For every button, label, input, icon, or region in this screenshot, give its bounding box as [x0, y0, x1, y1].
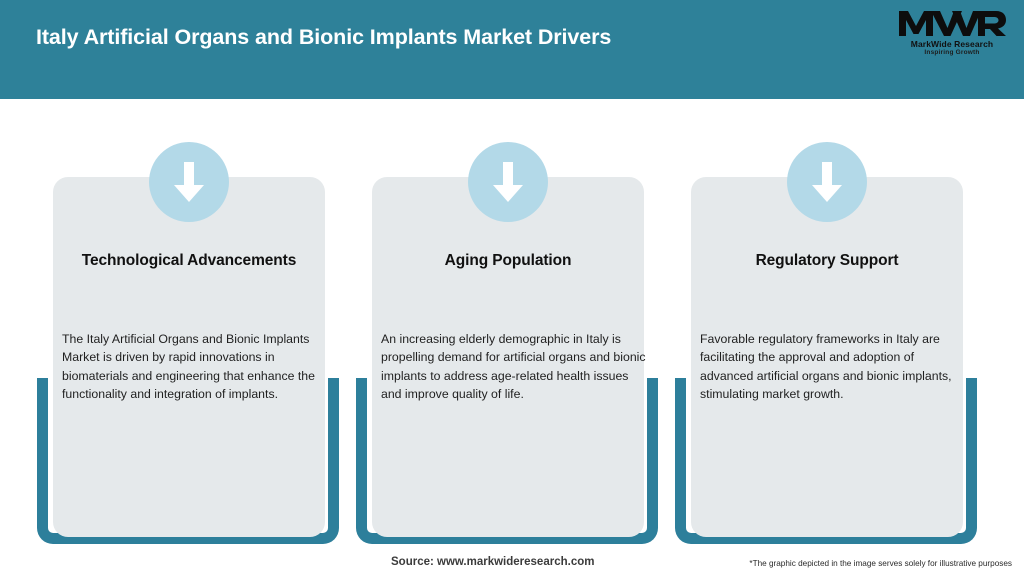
arrow-down-icon — [787, 142, 867, 222]
card-body-1: The Italy Artificial Organs and Bionic I… — [62, 332, 315, 401]
arrow-down-glyph — [493, 162, 523, 202]
logo-tagline: Inspiring Growth — [924, 49, 980, 56]
card-frame-2 — [356, 378, 658, 544]
driver-card-3 — [691, 177, 963, 537]
card-title-2: Aging Population — [444, 252, 572, 269]
card-body-2: An increasing elderly demographic in Ita… — [381, 332, 646, 401]
card-body-3: Favorable regulatory frameworks in Italy… — [700, 332, 952, 401]
card-frame-3 — [675, 378, 977, 544]
arrow-down-glyph — [812, 162, 842, 202]
card-title-1: Technological Advancements — [81, 252, 297, 269]
driver-card-1 — [53, 177, 325, 537]
arrow-down-glyph — [174, 162, 204, 202]
footer-source: Source: www.markwideresearch.com — [391, 556, 595, 568]
logo-company-name: MarkWide Research — [910, 39, 994, 49]
brand-logo: MarkWide Research Inspiring Growth — [896, 8, 1008, 62]
arrow-down-icon — [149, 142, 229, 222]
driver-card-2 — [372, 177, 644, 537]
card-frame-1 — [37, 378, 339, 544]
arrow-down-icon — [468, 142, 548, 222]
footer-disclaimer: *The graphic depicted in the image serve… — [749, 559, 1012, 568]
mwr-logo-icon — [899, 11, 1006, 36]
page-title: Italy Artificial Organs and Bionic Impla… — [36, 25, 612, 49]
header-bar — [0, 0, 1024, 99]
card-title-3: Regulatory Support — [755, 252, 899, 269]
